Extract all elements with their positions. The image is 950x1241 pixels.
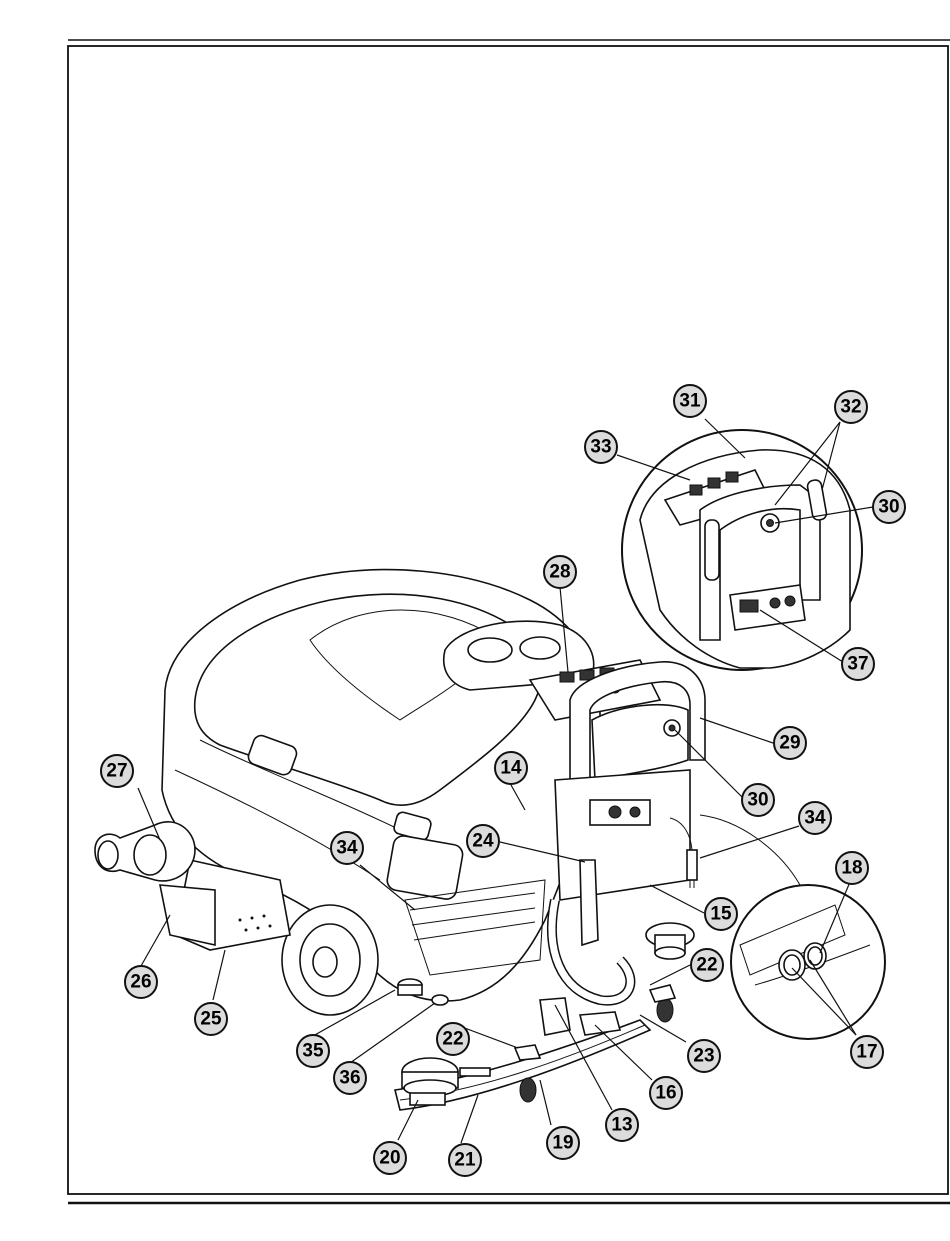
callout-label: 34 [336, 838, 358, 859]
callout-36: 36 [334, 1062, 366, 1094]
callout-27: 27 [101, 755, 133, 787]
callout-22-right: 22 [691, 949, 723, 981]
callout-13: 13 [606, 1109, 638, 1141]
callout-31: 31 [674, 385, 706, 417]
callout-label: 16 [655, 1083, 676, 1104]
callout-20: 20 [374, 1142, 406, 1174]
callout-16: 16 [650, 1077, 682, 1109]
callout-label: 33 [590, 437, 611, 458]
callout-14: 14 [495, 752, 527, 784]
callout-32: 32 [835, 391, 867, 423]
callout-label: 20 [379, 1148, 400, 1169]
callout-15: 15 [705, 898, 737, 930]
callout-label: 17 [856, 1042, 877, 1063]
callout-label: 19 [552, 1133, 573, 1154]
callout-label: 26 [130, 972, 151, 993]
callout-label: 13 [611, 1115, 632, 1136]
callout-33: 33 [585, 431, 617, 463]
callout-37: 37 [842, 648, 874, 680]
callout-label: 18 [841, 858, 862, 879]
callout-label: 25 [200, 1009, 222, 1030]
callout-34-right: 34 [799, 802, 831, 834]
callout-label: 15 [710, 904, 732, 925]
callout-26: 26 [125, 966, 157, 998]
callout-25: 25 [195, 1003, 227, 1035]
callout-30: 30 [742, 784, 774, 816]
callout-label: 34 [804, 808, 826, 829]
callout-label: 14 [500, 758, 522, 779]
callout-label: 30 [747, 790, 768, 811]
callout-label: 36 [339, 1068, 360, 1089]
callout-label: 31 [679, 391, 701, 412]
callout-label: 32 [840, 397, 861, 418]
callout-21: 21 [449, 1144, 481, 1176]
callout-label: 22 [442, 1029, 463, 1050]
callout-35: 35 [297, 1035, 329, 1067]
callout-label: 27 [106, 761, 127, 782]
callout-label: 21 [454, 1150, 476, 1171]
callout-label: 28 [549, 562, 570, 583]
callout-22-left: 22 [437, 1023, 469, 1055]
inset-handle-detail [622, 430, 862, 670]
scrubber-machine-illustration [95, 570, 705, 1110]
callout-29: 29 [774, 727, 806, 759]
inset-connector-line [700, 815, 800, 885]
callout-23: 23 [688, 1040, 720, 1072]
callout-label: 23 [693, 1046, 714, 1067]
callout-label: 37 [847, 654, 868, 675]
callout-label: 29 [779, 733, 800, 754]
callout-30-inset: 30 [873, 491, 905, 523]
callout-label: 22 [696, 955, 717, 976]
callout-label: 30 [878, 497, 899, 518]
callout-17: 17 [851, 1036, 883, 1068]
inset-switch-detail [731, 885, 885, 1039]
callout-18: 18 [836, 852, 868, 884]
callout-label: 24 [472, 831, 494, 852]
callout-34-left: 34 [331, 832, 363, 864]
callout-label: 35 [302, 1041, 324, 1062]
callout-28: 28 [544, 556, 576, 588]
callout-19: 19 [547, 1127, 579, 1159]
callout-24: 24 [467, 825, 499, 857]
